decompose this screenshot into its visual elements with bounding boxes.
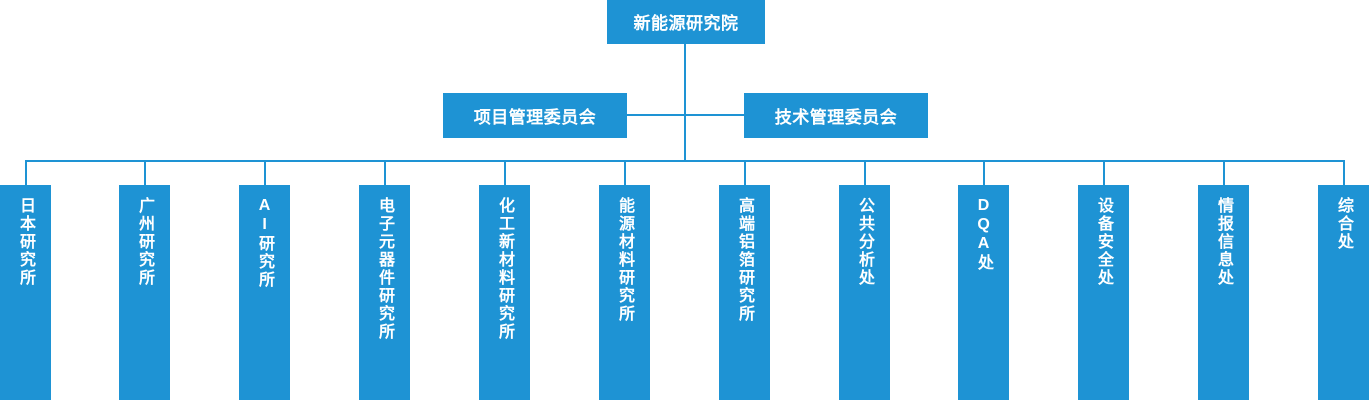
- node-committee-project-label: 项目管理委员会: [473, 108, 597, 127]
- connector-drop-11: [1223, 160, 1225, 185]
- node-department-chemical-new-materials-institute[interactable]: 化工新材料研究所: [479, 185, 530, 400]
- node-department-label: 能源材料研究所: [616, 197, 634, 323]
- node-department-equipment-safety-office[interactable]: 设备安全处: [1078, 185, 1129, 400]
- node-department-label: 高端铝箔研究所: [736, 197, 754, 323]
- node-department-energy-materials-institute[interactable]: 能源材料研究所: [599, 185, 650, 400]
- node-department-label: 广州研究所: [136, 197, 154, 287]
- connector-root-trunk: [684, 44, 686, 162]
- connector-drop-9: [983, 160, 985, 185]
- node-department-public-analysis-office[interactable]: 公共分析处: [839, 185, 890, 400]
- node-department-label: 化工新材料研究所: [496, 197, 514, 341]
- connector-drop-2: [144, 160, 146, 185]
- connector-drop-10: [1103, 160, 1105, 185]
- connector-drop-5: [504, 160, 506, 185]
- connector-department-bus: [25, 160, 1344, 162]
- node-department-electronic-components-institute[interactable]: 电子元器件研究所: [359, 185, 410, 400]
- node-department-label: DQA处: [975, 197, 993, 272]
- connector-committee-link: [627, 114, 744, 116]
- node-committee-project[interactable]: 项目管理委员会: [443, 93, 627, 138]
- node-committee-technology-label: 技术管理委员会: [774, 108, 898, 127]
- node-department-intelligence-information-office[interactable]: 情报信息处: [1198, 185, 1249, 400]
- node-department-high-end-aluminum-foil-institute[interactable]: 高端铝箔研究所: [719, 185, 770, 400]
- node-department-label: AI研究所: [256, 197, 274, 289]
- node-department-japan-institute[interactable]: 日本研究所: [0, 185, 51, 400]
- connector-drop-7: [744, 160, 746, 185]
- node-root-label: 新能源研究院: [633, 14, 739, 33]
- connector-drop-1: [25, 160, 27, 185]
- node-department-label: 电子元器件研究所: [376, 197, 394, 341]
- connector-drop-8: [864, 160, 866, 185]
- node-department-label: 公共分析处: [856, 197, 874, 287]
- node-root[interactable]: 新能源研究院: [607, 0, 765, 44]
- node-department-label: 设备安全处: [1095, 197, 1113, 287]
- node-department-guangzhou-institute[interactable]: 广州研究所: [119, 185, 170, 400]
- connector-drop-12: [1343, 160, 1345, 185]
- connector-drop-6: [624, 160, 626, 185]
- connector-drop-4: [384, 160, 386, 185]
- node-department-dqa-office[interactable]: DQA处: [958, 185, 1009, 400]
- node-department-label: 综合处: [1335, 197, 1353, 251]
- node-department-label: 情报信息处: [1215, 197, 1233, 287]
- node-committee-technology[interactable]: 技术管理委员会: [744, 93, 928, 138]
- node-department-label: 日本研究所: [17, 197, 35, 287]
- node-department-general-affairs-office[interactable]: 综合处: [1318, 185, 1369, 400]
- node-department-ai-institute[interactable]: AI研究所: [239, 185, 290, 400]
- connector-drop-3: [264, 160, 266, 185]
